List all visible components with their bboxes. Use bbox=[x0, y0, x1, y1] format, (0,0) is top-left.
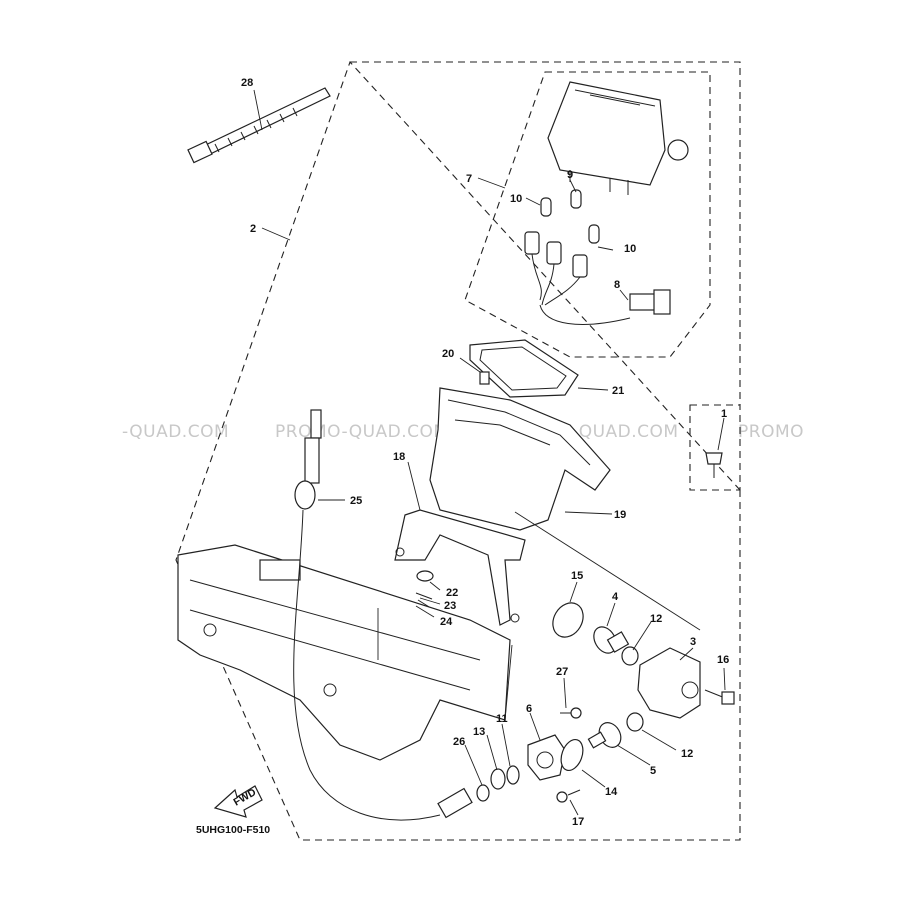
fwd-arrow: FWD bbox=[213, 785, 263, 818]
callout-18: 18 bbox=[393, 451, 405, 463]
callout-16: 16 bbox=[717, 654, 729, 666]
gear-4-part bbox=[593, 626, 630, 654]
callout-17: 17 bbox=[572, 816, 584, 828]
meter-cover-part bbox=[429, 387, 611, 531]
callout-19: 19 bbox=[614, 509, 626, 521]
callout-23: 23 bbox=[444, 600, 456, 612]
washer-11-part bbox=[506, 765, 520, 785]
callout-7: 7 bbox=[466, 173, 472, 185]
callout-labels: 28 2 7 9 10 10 8 20 21 1 18 19 25 22 23 … bbox=[241, 77, 729, 828]
callout-27: 27 bbox=[556, 666, 568, 678]
assembly-boundary-outline bbox=[175, 60, 741, 841]
bolt-16-part bbox=[704, 689, 735, 705]
callout-3: 3 bbox=[690, 636, 696, 648]
callout-9: 9 bbox=[567, 169, 573, 181]
callout-2: 2 bbox=[250, 223, 256, 235]
gear-unit-6-part bbox=[527, 734, 566, 781]
callout-21: 21 bbox=[612, 385, 624, 397]
callout-14: 14 bbox=[605, 786, 618, 798]
cable-tie-part bbox=[187, 87, 331, 164]
callout-15: 15 bbox=[571, 570, 583, 582]
callout-11: 11 bbox=[496, 713, 508, 725]
screw-17-part bbox=[556, 789, 581, 803]
callout-10-upper: 10 bbox=[510, 193, 522, 205]
collar-12-upper-part bbox=[621, 646, 639, 666]
callout-22: 22 bbox=[446, 587, 458, 599]
gear-5-part bbox=[587, 722, 622, 749]
screw-20-part bbox=[479, 371, 490, 385]
callout-24: 24 bbox=[440, 616, 453, 628]
frame-crossmember bbox=[177, 544, 511, 761]
o-ring-14-part bbox=[560, 738, 584, 772]
leader-lines bbox=[253, 89, 726, 816]
bracket-part bbox=[394, 509, 526, 626]
speedometer-cable-part bbox=[293, 409, 473, 821]
bolt-1-boundary bbox=[689, 404, 741, 491]
lens-ring-part bbox=[469, 339, 579, 398]
callout-6: 6 bbox=[526, 703, 532, 715]
washer-13-part bbox=[490, 768, 506, 790]
o-ring-15-part bbox=[552, 602, 584, 638]
grommet-nut-parts bbox=[415, 570, 435, 611]
callout-1: 1 bbox=[721, 408, 727, 420]
watermark-text-4: PROMO bbox=[738, 422, 804, 442]
bolt-1-part bbox=[705, 452, 723, 478]
o-ring-26-part bbox=[476, 784, 490, 802]
callout-20: 20 bbox=[442, 348, 454, 360]
callout-26: 26 bbox=[453, 736, 465, 748]
watermark-text-1: -QUAD.COM bbox=[122, 422, 229, 442]
meter-housing-part bbox=[547, 81, 689, 195]
callout-25: 25 bbox=[350, 495, 362, 507]
callout-4: 4 bbox=[612, 591, 619, 603]
diagram-code: 5UHG100-F510 bbox=[196, 824, 270, 836]
gear-housing-part bbox=[637, 647, 701, 719]
callout-8: 8 bbox=[614, 279, 620, 291]
bulbs-part bbox=[540, 189, 600, 244]
callout-10-lower: 10 bbox=[624, 243, 636, 255]
screw-27-part bbox=[560, 707, 582, 719]
callout-12-upper: 12 bbox=[650, 613, 662, 625]
callout-12-lower: 12 bbox=[681, 748, 693, 760]
callout-28: 28 bbox=[241, 77, 253, 89]
callout-5: 5 bbox=[650, 765, 656, 777]
collar-12-lower-part bbox=[626, 712, 644, 732]
wire-harness-part bbox=[524, 231, 671, 325]
watermark-text-2: PROMO-QUAD.COM bbox=[275, 422, 449, 442]
callout-13: 13 bbox=[473, 726, 485, 738]
